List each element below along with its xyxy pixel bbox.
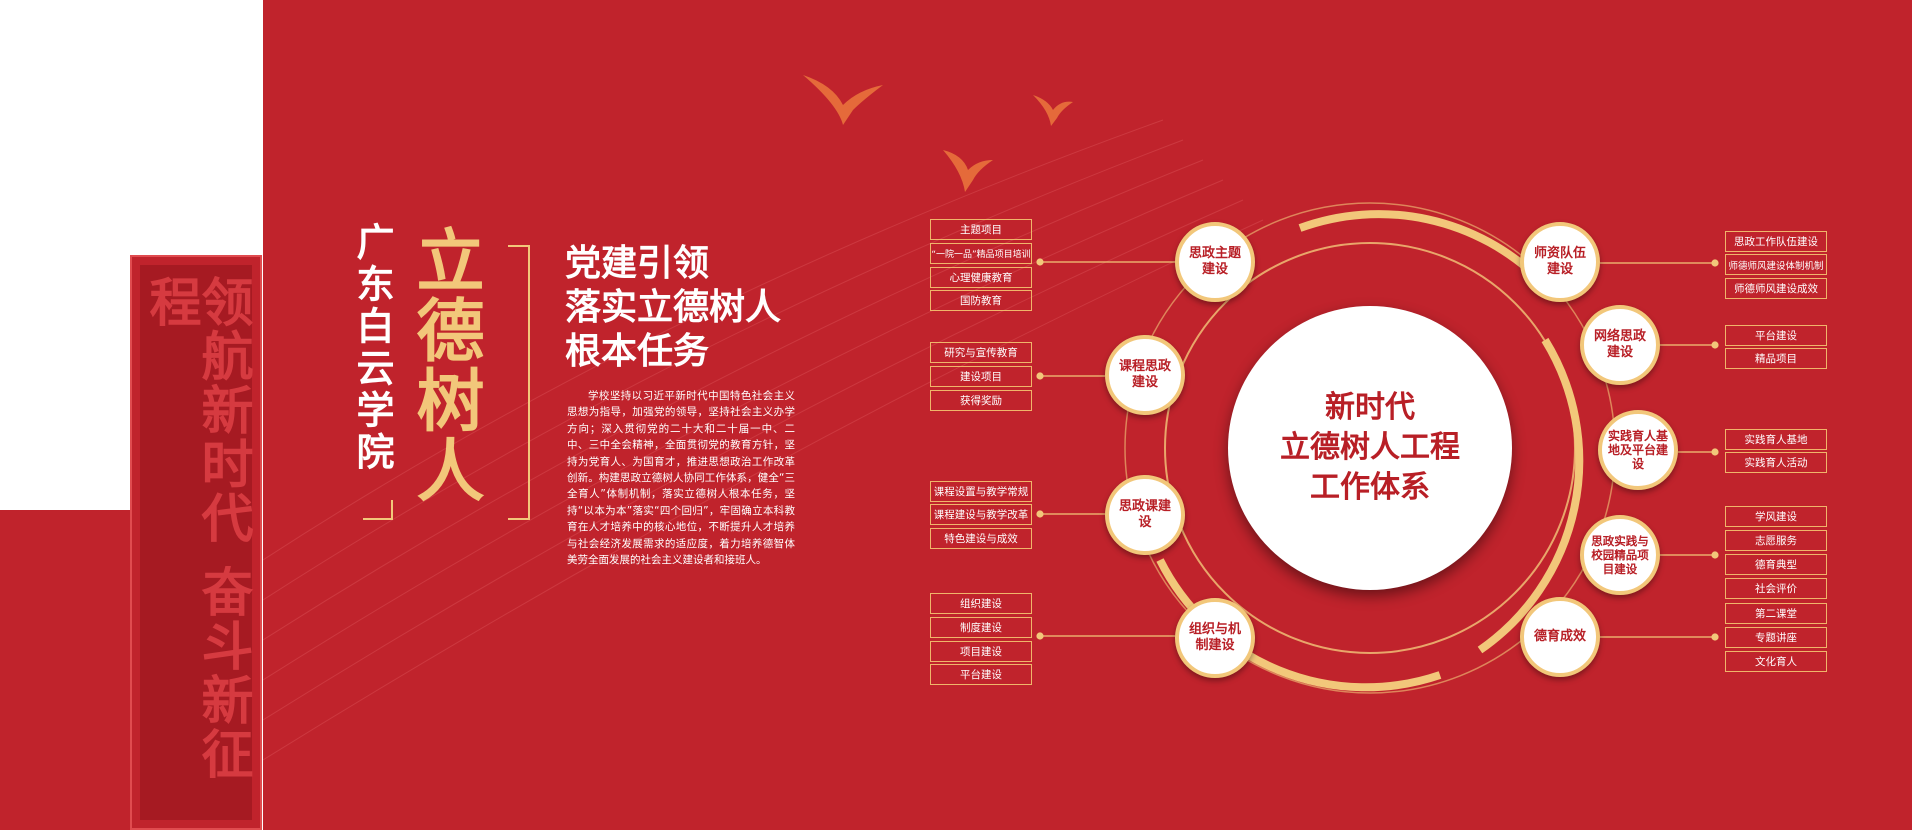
item-box: 建设项目: [930, 366, 1032, 387]
center-title-line: 工作体系: [1310, 470, 1430, 505]
decor-lines: [263, 75, 1264, 761]
center-title-line: 立德树人工程: [1280, 430, 1460, 465]
item-box: 研究与宣传教育: [930, 342, 1032, 363]
item-box: 文化育人: [1725, 651, 1827, 672]
slogan-banner: 领航新时代 奋斗新征程: [130, 255, 262, 830]
item-box: 实践育人活动: [1725, 452, 1827, 473]
node-campus-projects[interactable]: 思政实践与校园精品项目建设: [1580, 515, 1660, 595]
headline-line: 落实立德树人: [565, 287, 782, 328]
item-box: “一院一品”精品项目培训: [930, 243, 1032, 264]
slogan-text: 领航新时代 奋斗新征程: [140, 275, 252, 782]
item-box: 制度建设: [930, 617, 1032, 638]
bracket-bottom: [363, 500, 393, 520]
item-box: 国防教育: [930, 290, 1032, 311]
item-box: 师德师风建设成效: [1725, 278, 1827, 299]
node-course-sizheng[interactable]: 课程思政建设: [1105, 335, 1185, 415]
item-box: 社会评价: [1725, 578, 1827, 599]
item-box: 实践育人基地: [1725, 429, 1827, 450]
item-box: 思政工作队伍建设: [1725, 231, 1827, 252]
headline: 党建引领 落实立德树人 根本任务: [565, 242, 781, 374]
node-faculty[interactable]: 师资队伍建设: [1520, 222, 1600, 302]
item-box: 志愿服务: [1725, 530, 1827, 551]
item-box: 组织建设: [930, 593, 1032, 614]
node-sizheng-course[interactable]: 思政课建设: [1105, 475, 1185, 555]
item-box: 师德师风建设体制机制: [1725, 254, 1827, 275]
center-circle: 新时代 立德树人工程 工作体系: [1228, 306, 1512, 590]
item-box: 学风建设: [1725, 506, 1827, 527]
item-box: 课程建设与教学改革: [930, 504, 1032, 525]
node-sizheng-theme[interactable]: 思政主题建设: [1175, 222, 1255, 302]
node-moral-results[interactable]: 德育成效: [1520, 597, 1600, 677]
node-practice-base[interactable]: 实践育人基地及平台建设: [1598, 410, 1678, 490]
item-box: 主题项目: [930, 219, 1032, 240]
item-box: 精品项目: [1725, 348, 1827, 369]
node-network[interactable]: 网络思政建设: [1580, 305, 1660, 385]
item-box: 获得奖励: [930, 390, 1032, 411]
center-title-line: 新时代: [1325, 390, 1415, 425]
item-box: 平台建设: [1725, 325, 1827, 346]
node-organization[interactable]: 组织与机制建设: [1175, 598, 1255, 678]
item-box: 德育典型: [1725, 554, 1827, 575]
item-box: 专题讲座: [1725, 627, 1827, 648]
calligraphy-title: 立德树人: [404, 225, 484, 505]
headline-line: 党建引领: [565, 243, 710, 284]
left-red-block: [0, 510, 140, 830]
headline-line: 根本任务: [565, 331, 710, 372]
item-box: 特色建设与成效: [930, 528, 1032, 549]
intro-paragraph: 学校坚持以习近平新时代中国特色社会主义思想为指导，加强党的领导，坚持社会主义办学…: [567, 390, 795, 567]
school-name: 广东白云学院: [350, 222, 394, 474]
item-box: 心理健康教育: [930, 267, 1032, 288]
item-box: 平台建设: [930, 664, 1032, 685]
bracket-right: [508, 245, 530, 520]
item-box: 课程设置与教学常规: [930, 481, 1032, 502]
item-box: 第二课堂: [1725, 603, 1827, 624]
item-box: 项目建设: [930, 641, 1032, 662]
dove-icons: [803, 75, 1073, 192]
